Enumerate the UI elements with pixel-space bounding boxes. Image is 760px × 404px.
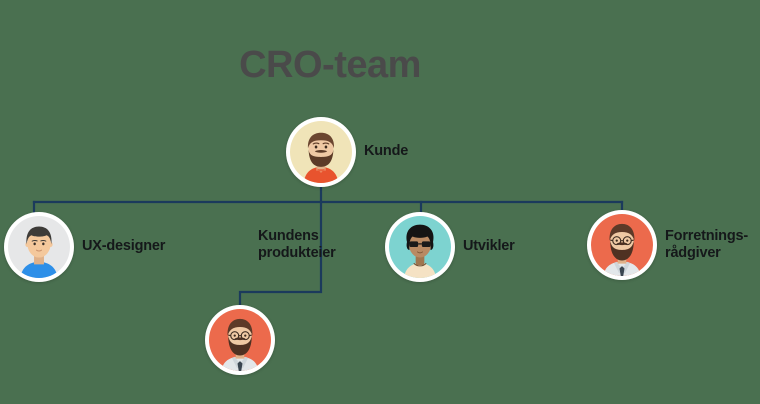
node-utvikler[interactable]: Utvikler — [385, 212, 515, 282]
avatar-kunde — [286, 117, 356, 187]
node-kundens-produkteier[interactable] — [205, 305, 275, 375]
node-ux-designer-label: UX-designer — [82, 238, 166, 255]
avatar-ux-designer — [4, 212, 74, 282]
avatar-forretningsradgiver — [587, 210, 657, 280]
avatar-kunde-illustration — [290, 121, 352, 183]
page-title: CRO-team — [239, 44, 421, 86]
node-kunde-label: Kunde — [364, 143, 409, 160]
avatar-ux-designer-illustration — [8, 216, 70, 278]
node-kunde[interactable]: Kunde — [286, 117, 408, 187]
avatar-forretningsradgiver-illustration — [591, 214, 653, 276]
avatar-kundens-produkteier-illustration — [209, 309, 271, 371]
node-utvikler-label: Utvikler — [463, 238, 515, 255]
edge-to-kundens-produkteier — [238, 200, 323, 310]
node-forretningsradgiver-label: Forretnings- rådgiver — [665, 227, 748, 261]
node-kundens-produkteier-label: Kundens produkteier — [258, 228, 336, 262]
node-forretningsradgiver[interactable]: Forretnings- rådgiver — [587, 210, 748, 280]
avatar-utvikler-illustration — [389, 216, 451, 278]
avatar-utvikler — [385, 212, 455, 282]
avatar-kundens-produkteier — [205, 305, 275, 375]
node-ux-designer[interactable]: UX-designer — [4, 212, 165, 282]
